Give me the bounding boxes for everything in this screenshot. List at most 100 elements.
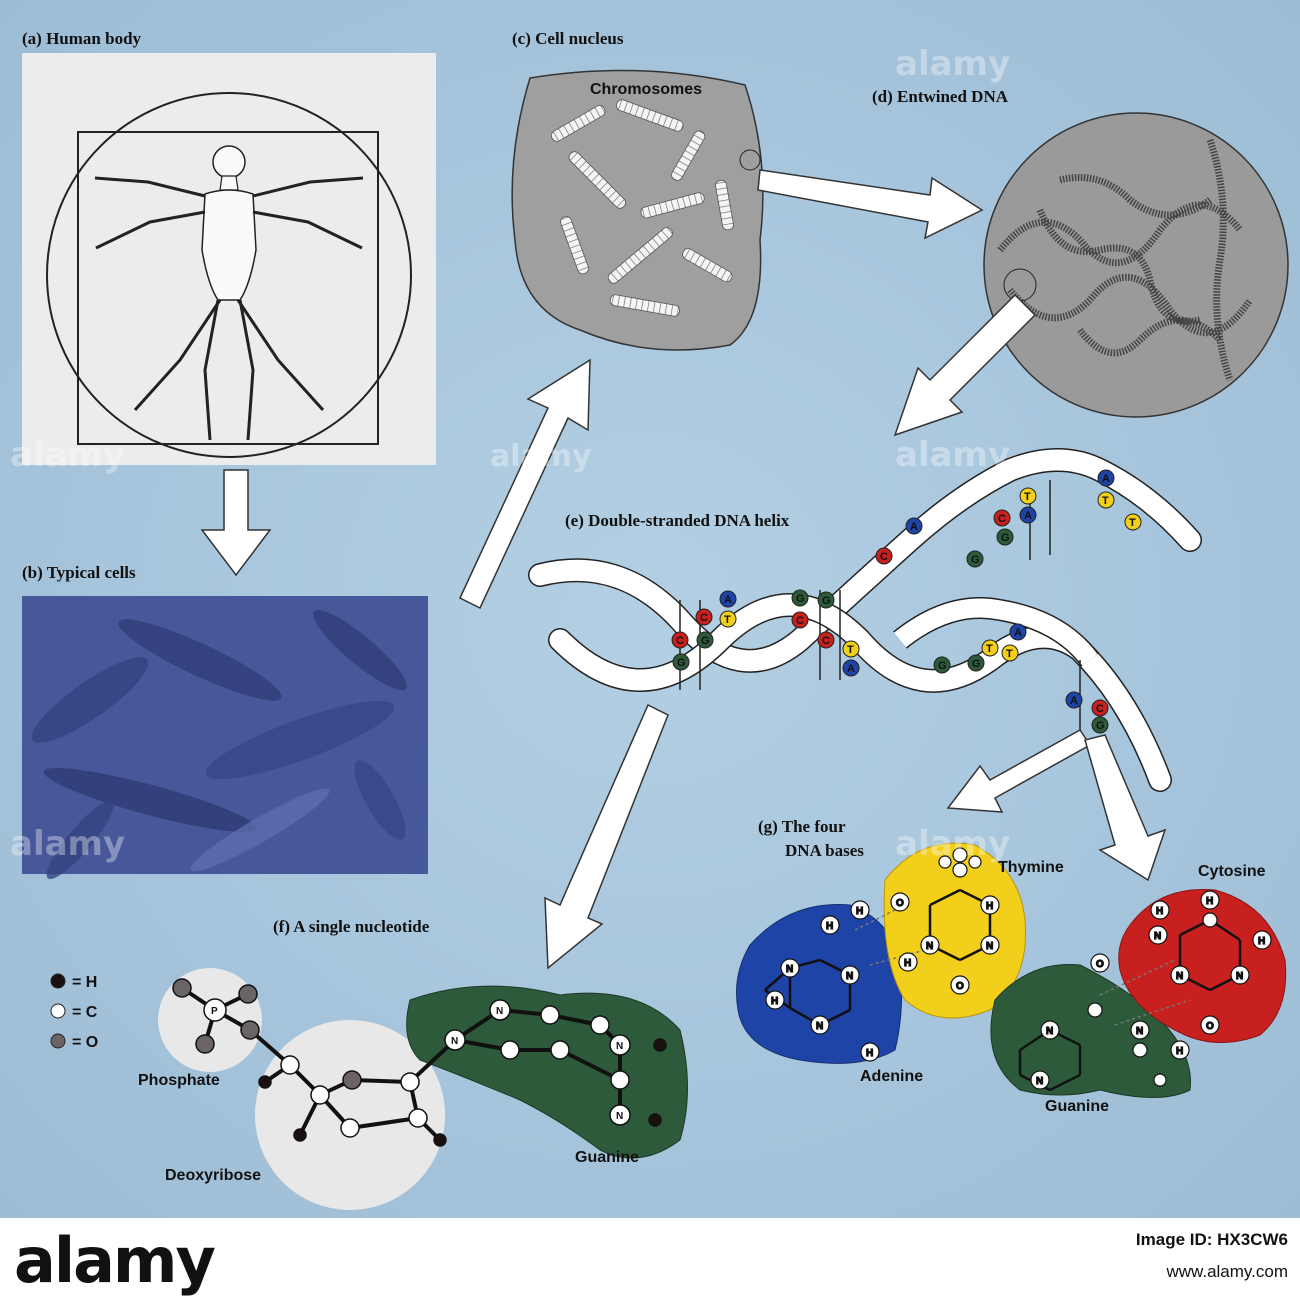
watermark: alamy: [895, 435, 1010, 475]
base-marker-t-6: T: [981, 639, 999, 657]
svg-text:O: O: [896, 898, 904, 909]
svg-text:H: H: [771, 996, 778, 1007]
base-marker-t-1: T: [719, 610, 737, 628]
base-marker-t-7: T: [1001, 644, 1019, 662]
svg-text:A: A: [1014, 627, 1022, 639]
base-marker-a-7: A: [1065, 691, 1083, 709]
nitrogen-atom: N: [1148, 925, 1168, 945]
svg-text:N: N: [1176, 971, 1183, 982]
base-marker-g-9: G: [1091, 716, 1109, 734]
svg-text:H: H: [1176, 1046, 1183, 1057]
svg-text:N: N: [451, 1036, 458, 1047]
svg-text:N: N: [616, 1041, 623, 1052]
base-marker-c-2: C: [671, 631, 689, 649]
svg-text:A: A: [1102, 473, 1110, 485]
svg-text:H: H: [1156, 906, 1163, 917]
deoxyribose-label: Deoxyribose: [165, 1167, 261, 1184]
panel-label-cell-nucleus: (c) Cell nucleus: [512, 29, 624, 48]
svg-text:C: C: [796, 615, 804, 627]
hydrogen-atom: H: [898, 952, 918, 972]
svg-text:A: A: [1070, 695, 1078, 707]
base-marker-c-4: C: [817, 631, 835, 649]
nitrogen-atom: N: [1170, 965, 1190, 985]
atom-legend: = H = C = O: [50, 973, 98, 1051]
nitrogen-atom: N: [609, 1034, 631, 1056]
watermark: alamy: [10, 824, 125, 864]
arrow-nucleus-to-dna: [757, 169, 984, 240]
panel-label-four-bases-line1: (g) The four: [758, 817, 846, 836]
nitrogen-atom: N: [780, 958, 800, 978]
svg-text:O: O: [956, 981, 964, 992]
panel-label-typical-cells: (b) Typical cells: [22, 563, 136, 582]
svg-text:C: C: [700, 612, 708, 624]
svg-text:G: G: [701, 635, 710, 647]
svg-text:A: A: [1024, 510, 1032, 522]
svg-text:H: H: [826, 921, 833, 932]
nitrogen-atom: N: [920, 935, 940, 955]
base-pair-markers: C A T C G G G G C C T A C A C G G T A T …: [671, 469, 1142, 734]
guanine-shape: [990, 963, 1191, 1098]
nitrogen-atom: N: [810, 1015, 830, 1035]
svg-text:C: C: [998, 513, 1006, 525]
svg-text:T: T: [1006, 648, 1013, 660]
svg-text:G: G: [972, 658, 981, 670]
dna-bases-molecules: N N N H H H H O N H N H O O N N N H H N …: [736, 842, 1287, 1098]
panel-label-four-bases-line2: DNA bases: [785, 841, 864, 860]
phosphorus-atom: P: [203, 998, 227, 1022]
legend-item-oxygen: = O: [50, 1033, 98, 1051]
watermark: alamy: [895, 824, 1010, 864]
svg-text:A: A: [847, 663, 855, 675]
watermark: alamy: [10, 435, 125, 475]
svg-text:T: T: [1102, 495, 1109, 507]
watermarks: alamy alamy alamy alamy alamy alamy: [10, 44, 1010, 864]
svg-text:C: C: [880, 551, 888, 563]
svg-text:T: T: [724, 614, 731, 626]
hydrogen-atom: H: [860, 1042, 880, 1062]
svg-text:A: A: [910, 521, 918, 533]
svg-text:N: N: [846, 971, 853, 982]
svg-text:H: H: [866, 1048, 873, 1059]
nitrogen-atom: N: [1230, 965, 1250, 985]
svg-text:N: N: [1036, 1076, 1043, 1087]
svg-text:= O: = O: [72, 1034, 98, 1051]
base-marker-g-6: G: [996, 528, 1014, 546]
nitrogen-atom: N: [1030, 1070, 1050, 1090]
hydrogen-atom: H: [980, 895, 1000, 915]
svg-text:N: N: [926, 941, 933, 952]
nitrogen-atom: N: [1040, 1020, 1060, 1040]
arrow-helix-to-cytosine: [1084, 734, 1167, 882]
vitruvian-man-illustration: [22, 53, 436, 465]
svg-text:N: N: [786, 964, 793, 975]
svg-text:H: H: [986, 901, 993, 912]
panel-label-single-nucleotide: (f) A single nucleotide: [273, 917, 430, 936]
svg-text:T: T: [847, 644, 854, 656]
alamy-logo: alamy: [14, 1224, 216, 1297]
svg-text:G: G: [971, 554, 980, 566]
typical-cells-micrograph: [22, 596, 428, 880]
legend-item-hydrogen: = H: [50, 973, 97, 991]
svg-text:N: N: [1154, 931, 1161, 942]
panel-label-dna-helix: (e) Double-stranded DNA helix: [565, 511, 790, 530]
base-marker-g-3: G: [791, 589, 809, 607]
svg-text:C: C: [822, 635, 830, 647]
stock-footer: alamy Image ID: HX3CW6 www.alamy.com: [0, 1218, 1300, 1307]
nitrogen-atom: N: [444, 1029, 466, 1051]
svg-text:= H: = H: [72, 974, 97, 991]
svg-text:P: P: [211, 1006, 218, 1017]
nucleotide-molecule: P N N N N: [158, 968, 688, 1210]
svg-text:H: H: [856, 906, 863, 917]
svg-text:= C: = C: [72, 1004, 98, 1021]
svg-text:O: O: [1096, 959, 1104, 970]
svg-text:N: N: [986, 941, 993, 952]
svg-text:N: N: [1136, 1026, 1143, 1037]
hydrogen-atom: H: [1170, 1040, 1190, 1060]
image-id-text: Image ID: HX3CW6: [1135, 1230, 1288, 1249]
panel-label-human-body: (a) Human body: [22, 29, 142, 48]
svg-text:N: N: [496, 1006, 503, 1017]
chromosomes-label: Chromosomes: [590, 81, 702, 98]
hydrogen-atom: H: [1150, 900, 1170, 920]
svg-text:O: O: [1206, 1021, 1214, 1032]
base-marker-c-6: C: [993, 509, 1011, 527]
base-marker-c-5: C: [875, 547, 893, 565]
